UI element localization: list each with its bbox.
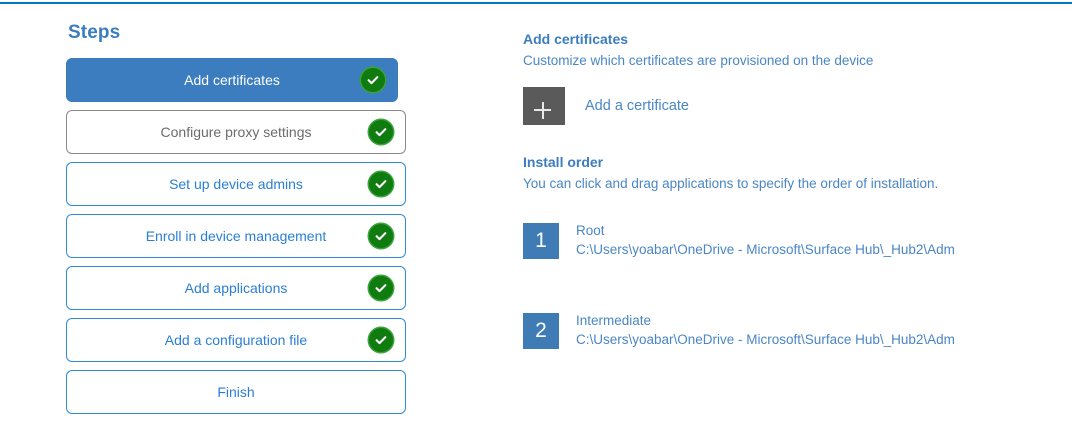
step-button-1[interactable]: Configure proxy settings [66,110,406,154]
plus-icon[interactable] [523,87,565,125]
step-button-4[interactable]: Add applications [66,266,406,310]
step-button-label: Enroll in device management [145,228,327,244]
steps-title: Steps [68,22,121,43]
step-button-label: Add certificates [184,72,280,88]
check-circle-icon [369,276,393,300]
install-order-number: 1 [523,223,559,259]
step-button-label: Finish [217,384,255,400]
step-button-3[interactable]: Enroll in device management [66,214,406,258]
install-order-section: Install order You can click and drag app… [523,153,1043,349]
check-circle-icon [369,172,393,196]
step-button-label: Configure proxy settings [160,124,312,140]
install-order-path: C:\Users\yoabar\OneDrive - Microsoft\Sur… [576,242,955,257]
top-accent-rule [0,2,1072,4]
step-button-2[interactable]: Set up device admins [66,162,406,206]
step-button-5[interactable]: Add a configuration file [66,318,406,362]
detail-heading: Add certificates [523,31,629,47]
detail-panel: Add certificates Customize which certifi… [523,30,1043,401]
step-button-0[interactable]: Add certificates [66,58,398,102]
check-circle-icon [369,120,393,144]
step-button-label: Set up device admins [169,176,303,192]
step-button-label: Add a configuration file [164,332,308,348]
add-certificate-label[interactable]: Add a certificate [585,98,689,114]
check-circle-icon [369,328,393,352]
install-order-name: Root [576,223,605,238]
install-order-name: Intermediate [576,313,652,328]
install-order-number: 2 [523,313,559,349]
step-button-6[interactable]: Finish [66,370,406,414]
step-button-label: Add applications [184,280,288,296]
add-certificate-row[interactable]: Add a certificate [523,87,1043,125]
check-circle-icon [361,68,385,92]
install-order-heading: Install order [523,154,604,170]
install-order-path: C:\Users\yoabar\OneDrive - Microsoft\Sur… [576,332,955,347]
detail-subheading: Customize which certificates are provisi… [523,53,874,68]
install-order-subheading: You can click and drag applications to s… [523,176,939,191]
check-circle-icon [369,224,393,248]
